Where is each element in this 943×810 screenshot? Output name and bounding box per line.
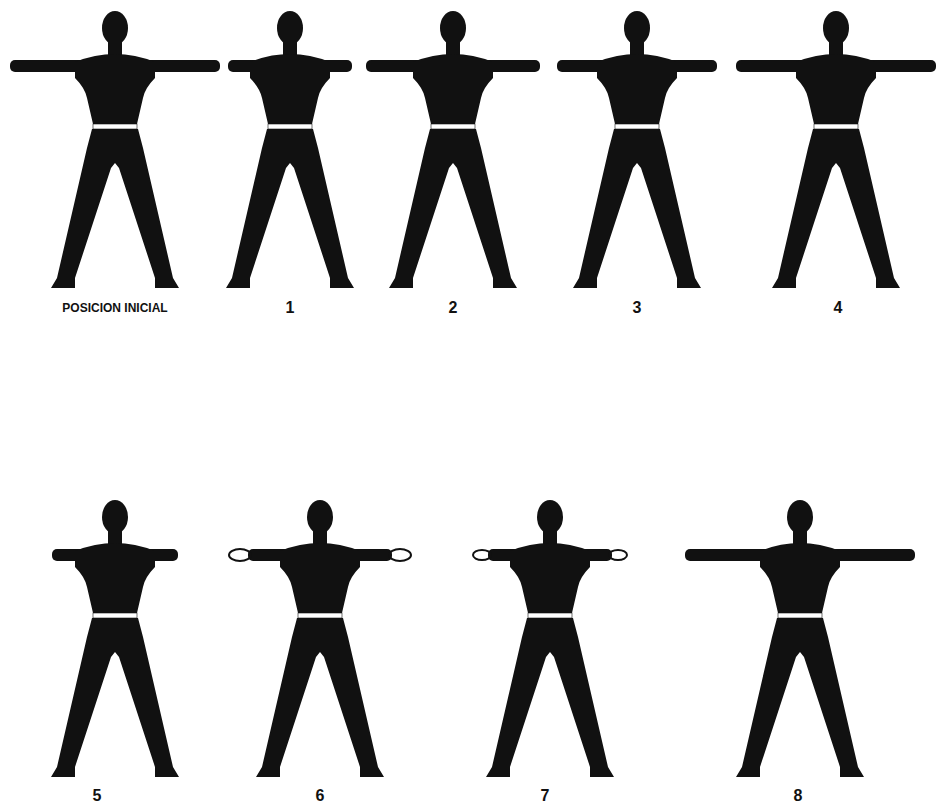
human-figure [226,11,354,288]
human-figure [51,500,179,777]
figure-caption: 2 [449,300,458,316]
human-figure [736,11,936,288]
figure-caption: 3 [633,300,642,316]
human-figure [366,11,540,288]
figure-caption: 1 [286,300,295,316]
figure-caption: 7 [541,788,550,804]
figure-caption: POSICION INICIAL [62,302,167,314]
figure-caption: 5 [93,788,102,804]
figure-caption: 4 [834,300,843,316]
figure-caption: 8 [794,788,803,804]
human-figure [229,500,411,777]
figure-caption: 6 [316,788,325,804]
human-figure [10,11,220,288]
human-figure [473,500,627,777]
human-figure [557,11,717,288]
human-figure [685,500,915,777]
